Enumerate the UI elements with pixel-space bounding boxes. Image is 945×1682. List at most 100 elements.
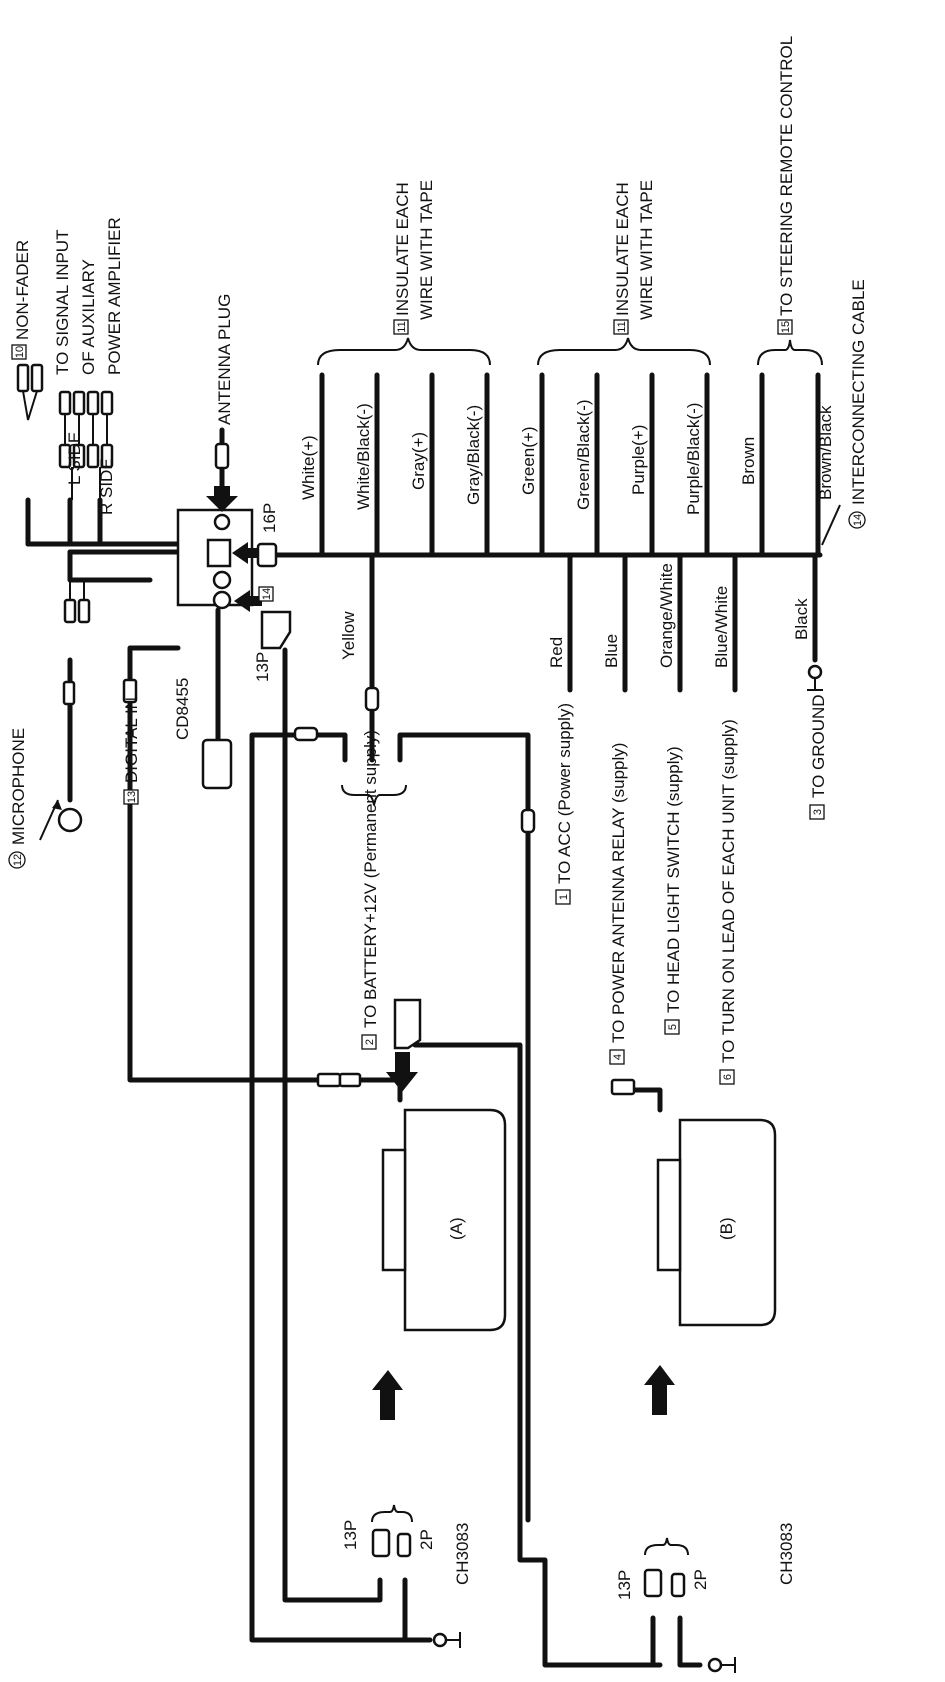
num-box-power-antenna: 4 [609, 1049, 625, 1065]
rca-plugs-non-fader[interactable] [16, 363, 44, 421]
label-ch3083-a: CH3083 [453, 1523, 472, 1585]
num-box-acc: 1 [555, 889, 571, 905]
label-insulate-2-line1: INSULATE EACH [613, 182, 632, 316]
num-box-ground: 3 [809, 804, 825, 820]
aux-cable-joins [64, 414, 108, 500]
svg-text:11: 11 [616, 321, 628, 332]
label-13p-a: 13P [341, 1520, 360, 1550]
label-r-side: R SIDE [97, 458, 116, 515]
label-ch3083-b: CH3083 [777, 1523, 796, 1585]
num-box-insulate-2: 11 [613, 319, 629, 335]
antenna-plug[interactable] [214, 442, 230, 470]
label-antenna-plug: ANTENNA PLUG [215, 294, 234, 425]
digital-in-plug[interactable] [122, 678, 138, 704]
label-to-ground: TO GROUND [809, 694, 828, 798]
antenna-jack[interactable] [213, 513, 231, 531]
label-16p: 16P [260, 503, 279, 533]
label-2p-a: 2P [417, 1529, 436, 1550]
num-box-insulate-1: 11 [393, 319, 409, 335]
arrow-13p [234, 590, 262, 612]
num-box-turn-on: 6 [719, 1069, 735, 1085]
label-l-side: L SIDE [65, 432, 84, 485]
label-brown: Brown [739, 437, 758, 485]
plug-13p-b[interactable] [643, 1568, 663, 1598]
label-interconnecting: INTERCONNECTING CABLE [849, 279, 868, 505]
battery-brace [341, 784, 407, 806]
num-box-battery: 2 [361, 1034, 377, 1050]
label-non-fader: NON-FADER [13, 240, 32, 340]
svg-text:14: 14 [261, 588, 273, 600]
label-aux-line2: OF AUXILIARY [79, 259, 98, 375]
label-insulate-1-line1: INSULATE EACH [393, 182, 412, 316]
label-red: Red [547, 637, 566, 668]
label-microphone: MICROPHONE [9, 728, 28, 845]
arrow-into-unit-a-bottom [372, 1370, 403, 1420]
label-to-power-antenna: TO POWER ANTENNA RELAY (supply) [609, 743, 628, 1043]
label-gray-black: Gray/Black(-) [464, 405, 483, 505]
num-box-14: 14 [258, 586, 274, 602]
insulate-brace-1 [317, 337, 491, 366]
label-green-plus: Green(+) [519, 427, 538, 496]
harness-socket-16p[interactable] [206, 538, 232, 568]
svg-text:11: 11 [396, 321, 408, 332]
num-box-microphone: 12 [8, 851, 26, 869]
label-brown-black: Brown/Black [816, 405, 835, 500]
unit-b-2p-cable [677, 1615, 703, 1668]
rca-plugs-aux-upper[interactable] [58, 390, 114, 416]
label-2p-b: 2P [691, 1569, 710, 1590]
label-white-plus: White(+) [299, 435, 318, 500]
num-box-digital-in: 13 [123, 789, 139, 805]
svg-text:15: 15 [780, 321, 792, 333]
ground-terminal-head [807, 664, 823, 691]
arrow-into-unit-b [644, 1365, 675, 1415]
unit-a-angle-plug[interactable] [393, 998, 422, 1050]
label-yellow: Yellow [339, 611, 358, 660]
svg-text:5: 5 [667, 1024, 679, 1030]
rca-plugs-sides[interactable] [63, 580, 91, 624]
arrow-into-unit-a-top [386, 1052, 418, 1092]
num-box-interconnecting: 14 [848, 511, 866, 529]
label-unit-a: (A) [447, 1217, 466, 1240]
microphone[interactable] [57, 807, 83, 833]
svg-text:4: 4 [612, 1054, 624, 1060]
ground-terminal-a [432, 1632, 461, 1648]
changer-unit-a [403, 1108, 507, 1332]
label-to-turn-on: TO TURN ON LEAD OF EACH UNIT (supply) [719, 719, 738, 1063]
unit-b-top-plug[interactable] [610, 1078, 636, 1096]
steering-brace [757, 339, 823, 366]
cd-changer-jack[interactable] [212, 590, 232, 610]
fuse-battery [293, 726, 319, 742]
plug-13p-a[interactable] [371, 1528, 391, 1558]
plug-13p-top[interactable] [260, 610, 292, 650]
digital-plug-a2[interactable] [338, 1072, 362, 1088]
changer-unit-b [678, 1118, 777, 1327]
digital-plug-a1[interactable] [316, 1072, 342, 1088]
arrow-antenna [206, 486, 238, 512]
label-blue: Blue [602, 634, 621, 668]
plug-16p[interactable] [256, 542, 278, 568]
svg-text:10: 10 [14, 346, 26, 358]
side-rca-cable [67, 549, 153, 583]
mic-plug[interactable] [62, 680, 76, 706]
a-to-b-cable [412, 1042, 663, 1668]
digital-in-cable-a [357, 1077, 403, 1103]
label-aux-line3: POWER AMPLIFIER [105, 217, 124, 375]
label-green-black: Green/Black(-) [574, 399, 593, 510]
plug-2p-a[interactable] [396, 1532, 412, 1558]
svg-text:2: 2 [364, 1039, 376, 1045]
svg-text:14: 14 [852, 514, 864, 526]
plug-2p-b[interactable] [670, 1572, 686, 1598]
num-box-non-fader: 10 [11, 344, 27, 360]
label-steering: TO STEERING REMOTE CONTROL [777, 36, 796, 316]
label-white-black: White/Black(-) [354, 403, 373, 510]
label-13p-b: 13P [615, 1570, 634, 1600]
interconnect-jack[interactable] [212, 570, 232, 590]
label-unit-b: (B) [717, 1217, 736, 1240]
num-box-headlight: 5 [664, 1019, 680, 1035]
label-battery: TO BATTERY+12V (Permanent supply) [361, 730, 380, 1028]
label-insulate-1-line2: WIRE WITH TAPE [417, 180, 436, 320]
svg-text:13: 13 [126, 791, 138, 803]
plug-brace-a [371, 1504, 413, 1523]
changer-unit-b-slot [656, 1158, 682, 1272]
